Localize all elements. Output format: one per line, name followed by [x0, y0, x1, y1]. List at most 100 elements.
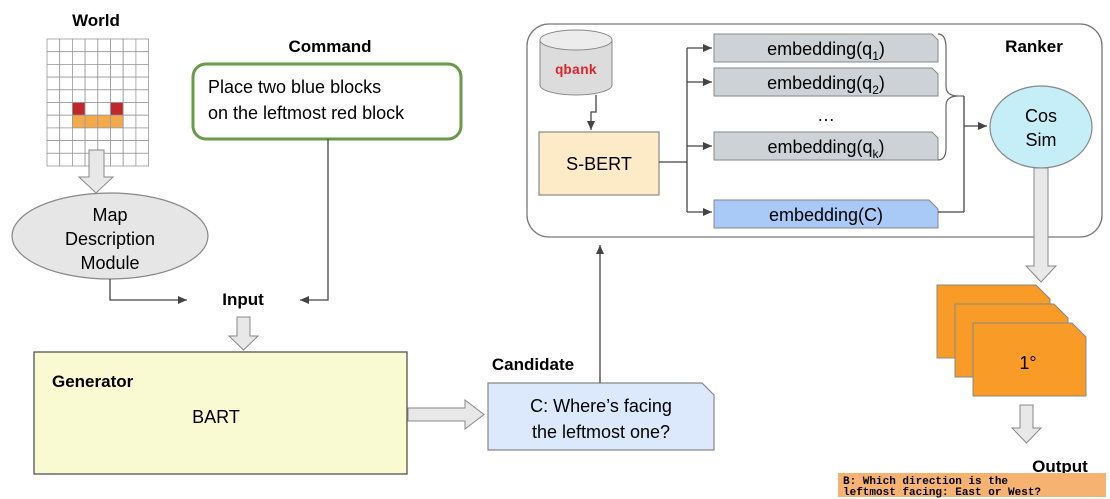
world-grid-cell: [135, 38, 149, 53]
world-grid-cell: [97, 64, 111, 78]
world-grid-cell: [110, 140, 124, 154]
world-grid-cell: [97, 127, 111, 142]
world-grid-cell: [97, 76, 111, 91]
world-grid-cell: [72, 64, 86, 78]
world-grid-cell: [46, 51, 61, 65]
output-line2: leftmost facing: East or West?: [843, 487, 1041, 499]
sbert-box: [538, 131, 660, 196]
command-box: [191, 62, 463, 141]
world-grid-cell: [110, 38, 124, 53]
candidate-line2: the leftmost one?: [532, 422, 670, 442]
world-grid-cell: [84, 51, 99, 65]
world-grid-cell: [59, 38, 73, 53]
world-block-cell: [84, 114, 99, 129]
world-grid-cell: [46, 64, 61, 78]
world-grid-cell: [135, 76, 149, 91]
world-block-cell: [110, 114, 124, 129]
world-grid-cell: [97, 38, 111, 53]
command-line2: on the leftmost red block: [208, 103, 405, 123]
candidate-line1: C: Where’s facing: [530, 396, 672, 416]
output-line1: B: Which direction is the: [843, 476, 1008, 488]
map-module-line2: Description: [65, 229, 155, 249]
world-grid-cell: [110, 76, 124, 91]
world-grid-cell: [110, 152, 124, 167]
qbank-to-sbert-arrow: [587, 95, 597, 130]
world-grid-cell: [72, 89, 86, 103]
world-title: World: [72, 11, 120, 30]
world-grid-cell: [46, 152, 61, 167]
ranker-title: Ranker: [1005, 37, 1063, 56]
world-grid: [46, 38, 149, 167]
world-grid-cell: [84, 76, 99, 91]
generator-model: BART: [192, 407, 240, 427]
world-grid-cell: [110, 89, 124, 103]
input-label: Input: [222, 290, 264, 309]
world-grid-cell: [72, 152, 86, 167]
world-grid-cell: [72, 38, 86, 53]
world-grid-cell: [84, 102, 99, 116]
world-grid-cell: [46, 114, 61, 129]
candidate-box: [487, 382, 715, 451]
cards-down-arrow: [1010, 404, 1043, 444]
world-grid-cell: [59, 127, 73, 142]
embedding-brace: [937, 33, 987, 213]
world-grid-cell: [84, 38, 99, 53]
world-grid-cell: [122, 89, 137, 103]
input-down-arrow: [227, 316, 260, 351]
world-grid-cell: [72, 76, 86, 91]
world-grid-cell: [122, 127, 137, 142]
world-grid-cell: [135, 64, 149, 78]
cos-sim-node: [989, 85, 1093, 169]
cos-sim-line2: Sim: [1026, 130, 1057, 150]
world-down-arrow: [77, 149, 115, 194]
world-grid-cell: [59, 64, 73, 78]
world-grid-cell: [59, 89, 73, 103]
embedding-c-box: [713, 199, 939, 229]
world-grid-cell: [110, 51, 124, 65]
world-grid-cell: [135, 152, 149, 167]
qbank-database: qbank: [539, 29, 613, 96]
world-grid-cell: [135, 127, 149, 142]
command-title: Command: [288, 37, 371, 56]
world-grid-cell: [122, 114, 137, 129]
sbert-label: S-BERT: [566, 154, 632, 174]
world-block-cell: [72, 102, 86, 116]
embedding-q2-box: [713, 67, 939, 97]
world-grid-cell: [59, 152, 73, 167]
world-block-cell: [110, 102, 124, 116]
command-line1: Place two blue blocks: [208, 77, 381, 97]
world-grid-cell: [59, 51, 73, 65]
world-grid-cell: [46, 76, 61, 91]
world-grid-cell: [84, 64, 99, 78]
world-block-cell: [97, 114, 111, 129]
ranked-card-1: [972, 322, 1087, 397]
world-grid-cell: [122, 140, 137, 154]
world-grid-cell: [122, 64, 137, 78]
world-grid-cell: [84, 127, 99, 142]
world-grid-cell: [122, 102, 137, 116]
ranker-box: [526, 23, 1103, 238]
world-grid-cell: [84, 89, 99, 103]
map-module-line3: Module: [80, 253, 139, 273]
world-grid-cell: [122, 152, 137, 167]
world-grid-cell: [46, 140, 61, 154]
embedding-c-label: embedding(C): [769, 205, 883, 225]
embedding-ellipsis: …: [817, 105, 835, 125]
output-box: [838, 473, 1106, 497]
sbert-fanout-arrows: [659, 44, 712, 216]
world-grid-cell: [46, 38, 61, 53]
map-module-line1: Map: [92, 205, 127, 225]
world-grid-cell: [122, 76, 137, 91]
generator-box: [33, 351, 408, 475]
embedding-q1-box: [713, 33, 939, 63]
generator-to-candidate-arrow: [407, 398, 485, 431]
embedding-q2-label: embedding(q2): [767, 73, 885, 97]
world-grid-cell: [72, 127, 86, 142]
world-grid-cell: [110, 127, 124, 142]
world-grid-cell: [72, 140, 86, 154]
output-title: Output: [1032, 457, 1088, 476]
rank-label: 1°: [1019, 353, 1036, 373]
cos-sim-down-arrow: [1024, 167, 1058, 283]
qbank-label: qbank: [555, 63, 597, 79]
